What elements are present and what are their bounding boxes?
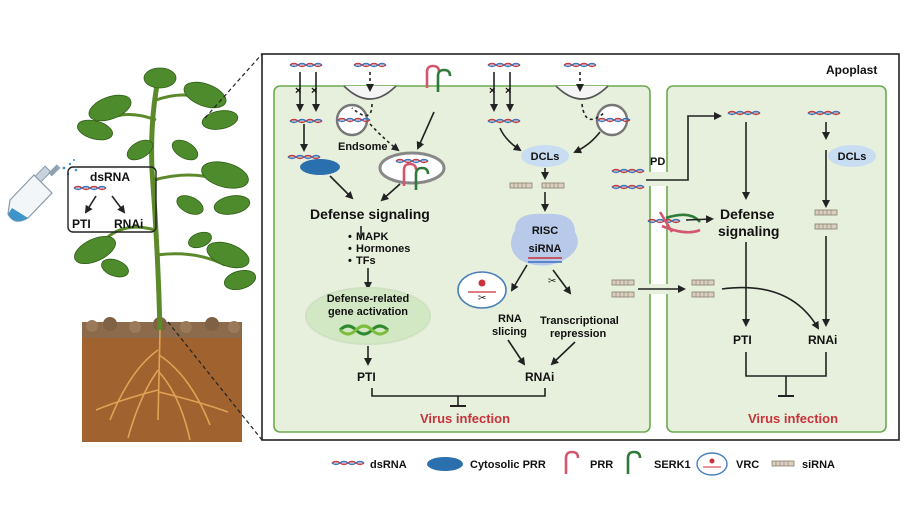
endocytic-pit-left — [343, 85, 397, 100]
pd-label: PD — [650, 156, 665, 168]
virus-infection-right: Virus infection — [748, 411, 838, 426]
svg-text:•: • — [348, 255, 352, 267]
endosome-label: Endsome — [338, 141, 388, 153]
blocked-entry-marks: × × × × — [295, 72, 514, 112]
svg-text:✂: ✂ — [478, 293, 486, 304]
svg-text:×: × — [311, 85, 317, 97]
risc-label: RISC — [532, 225, 558, 237]
defense-line1-right: Defense — [720, 206, 775, 222]
endosome-vesicle-left — [335, 103, 371, 137]
plant-stem — [149, 79, 163, 331]
right-cell — [666, 85, 887, 433]
bullet-hormones: Hormones — [356, 243, 410, 255]
svg-text:×: × — [489, 85, 495, 97]
scissors-icon: ✂ — [548, 276, 556, 287]
transcriptional-line1: Transcriptional — [540, 315, 619, 327]
gene-activation-line2: gene activation — [328, 306, 408, 318]
rna-slicing-line1: RNA — [498, 313, 522, 325]
signaling-components-list: • MAPK • Hormones • TFs — [348, 231, 410, 267]
legend-dsrna-label: dsRNA — [370, 459, 407, 471]
legend-cytosolic-prr-label: Cytosolic PRR — [470, 459, 546, 471]
soil-block — [82, 330, 242, 442]
plant-rnai-label: RNAi — [114, 217, 143, 231]
svg-text:•: • — [348, 243, 352, 255]
legend-vrc-label: VRC — [736, 459, 759, 471]
dcls-left-label: DCLs — [531, 151, 560, 163]
legend-prr-label: PRR — [590, 459, 613, 471]
gene-activation-line1: Defense-related — [327, 293, 410, 305]
plant-pti-label: PTI — [72, 217, 91, 231]
plasmodesmata-channel — [644, 172, 674, 186]
endosome-with-receptors — [378, 151, 446, 192]
plant-illustration: dsRNA PTI RNAi — [7, 53, 263, 442]
apoplast-label: Apoplast — [826, 63, 877, 77]
left-inhibition-connector — [371, 388, 546, 407]
defense-line2-right: signaling — [718, 223, 779, 239]
pd-transport-arrow — [646, 112, 722, 181]
legend-sirna-label: siRNA — [802, 459, 835, 471]
spray-bottle-icon — [7, 164, 61, 222]
roots — [95, 329, 229, 441]
svg-text:•: • — [348, 231, 352, 243]
rnai-right-label: RNAi — [808, 333, 837, 347]
endocytic-pit-right — [555, 85, 609, 100]
endosome-vesicle-right — [595, 103, 631, 137]
pti-left-label: PTI — [357, 370, 376, 384]
legend-cytosolic-prr-icon — [427, 457, 463, 471]
sirna-in-risc-label: siRNA — [528, 243, 561, 255]
zoom-line-top — [204, 53, 263, 119]
cytosolic-prr-left — [287, 118, 340, 175]
dcls-right-ellipse — [828, 145, 876, 167]
rna-slicing-line2: slicing — [492, 326, 527, 338]
legend-sirna-icon — [771, 460, 795, 467]
legend-prr-icon — [564, 450, 580, 476]
svg-text:×: × — [505, 85, 511, 97]
plant-dsrna-label: dsRNA — [90, 170, 130, 184]
defense-signaling-left: Defense signaling — [310, 206, 430, 222]
vrc-with-scissors: ✂ — [457, 271, 507, 309]
pti-right-label: PTI — [733, 333, 752, 347]
bullet-mapk: MAPK — [356, 231, 388, 243]
legend-dsrna-icon — [331, 460, 365, 466]
transcriptional-line2: repression — [550, 328, 607, 340]
left-cell — [273, 85, 651, 433]
dsrna-into-dcls — [487, 118, 601, 154]
legend-serk1-label: SERK1 — [654, 459, 691, 471]
bullet-tfs: TFs — [356, 255, 376, 267]
svg-text:×: × — [295, 85, 301, 97]
virus-infection-left: Virus infection — [420, 411, 510, 426]
dna-helix-icon — [338, 324, 390, 336]
rnai-left-label: RNAi — [525, 370, 554, 384]
leaves — [74, 67, 257, 291]
sirna-to-rnai-arrow — [721, 286, 820, 330]
legend-serk1-icon — [626, 450, 642, 476]
dcls-left-ellipse — [521, 145, 569, 167]
legend-vrc-icon — [696, 452, 728, 476]
risc-complex — [511, 213, 578, 266]
plant-callout-box — [67, 166, 157, 233]
right-inhibition-connector — [745, 352, 827, 397]
gene-activation-ellipse — [305, 287, 431, 345]
legend: dsRNA Cytosolic PRR PRR SERK1 VRC siRNA — [331, 450, 835, 476]
dcls-right-label: DCLs — [838, 151, 867, 163]
